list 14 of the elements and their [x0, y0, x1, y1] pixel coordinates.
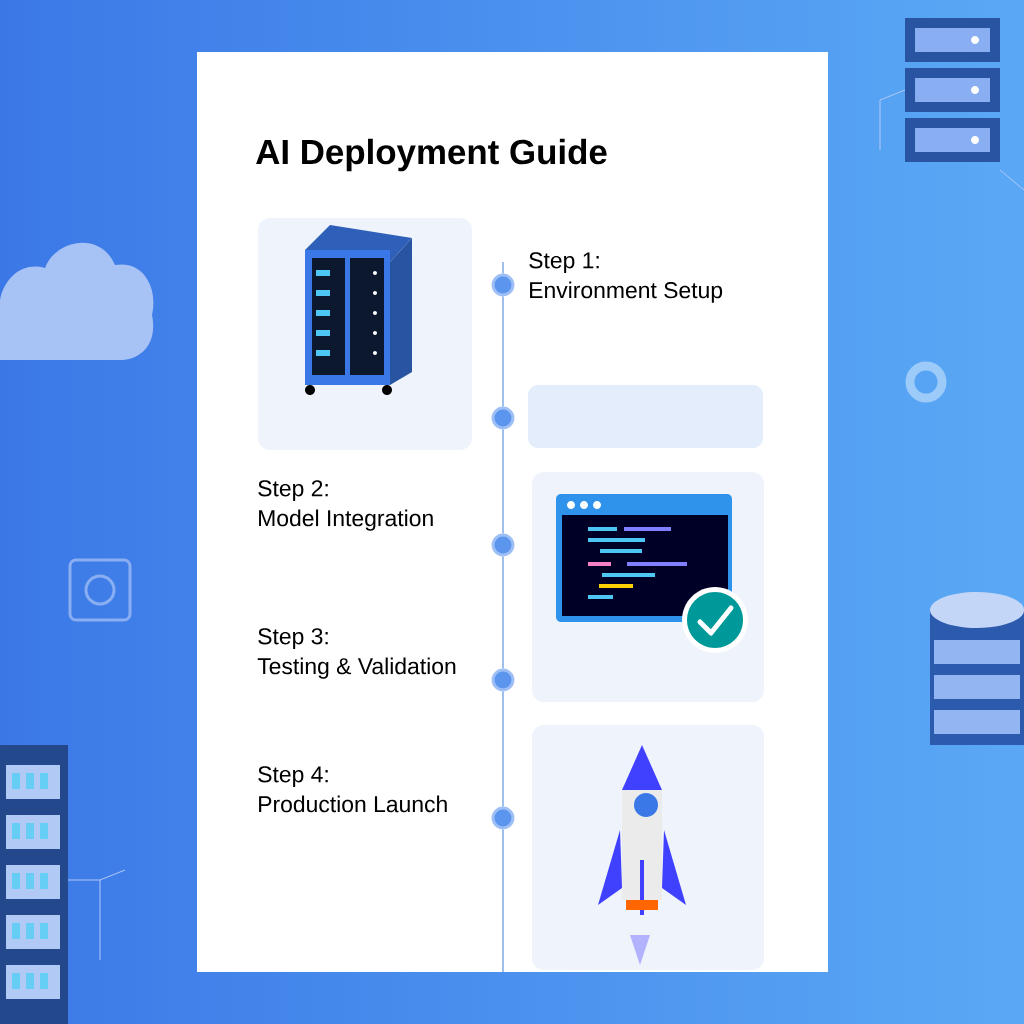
timeline-dot [491, 668, 515, 692]
step-label: Step 4: Production Launch [258, 766, 447, 813]
timeline-line [502, 428, 504, 535]
timeline-dot [491, 273, 515, 297]
timeline-line [502, 690, 504, 808]
step-label: Step 3: Testing & Validation [257, 628, 456, 679]
timeline-dot [491, 406, 515, 430]
title: AI Deployment Guide [256, 138, 607, 172]
timeline-line [502, 295, 504, 408]
timeline-dot [491, 806, 515, 830]
step-label: Step 2: Model Integration [258, 480, 433, 531]
timeline-dot [491, 533, 515, 557]
step-label: Step 1: Environment Setup [529, 252, 723, 303]
timeline-line [502, 555, 504, 670]
